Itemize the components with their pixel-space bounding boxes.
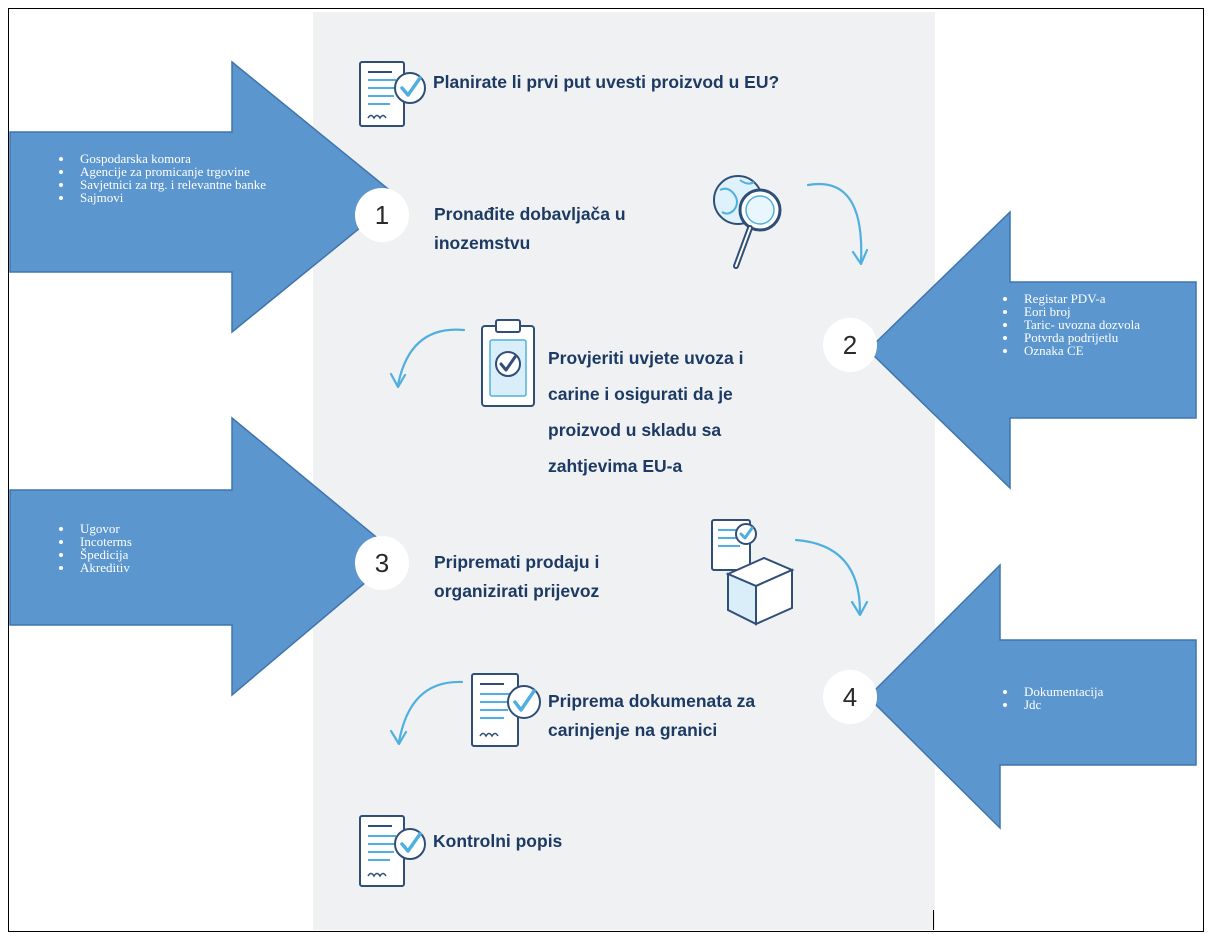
arrow-3 — [9, 416, 400, 697]
step-2-text: Provjeriti uvjete uvoza i carine i osigu… — [548, 348, 744, 476]
step-3-text: Pripremati prodaju i organizirati prijev… — [434, 552, 600, 601]
list-item: Savjetnici za trg. i relevantne banke — [74, 178, 302, 191]
list-item: Jdc — [1018, 698, 1209, 711]
step-1-text: Pronađite dobavljača u inozemstvu — [434, 204, 626, 253]
footer-title: Kontrolni popis — [433, 831, 563, 851]
globe-magnifier-icon — [713, 175, 782, 269]
checklist-document-icon — [359, 815, 426, 887]
flow-arrow-icon — [806, 182, 869, 266]
step-1-number: 1 — [355, 188, 409, 242]
flow-arrow-icon — [389, 680, 464, 746]
text-cursor — [933, 910, 934, 930]
page-title: Planirate li prvi put uvesti proizvod u … — [433, 72, 780, 92]
list-item: Incoterms — [74, 535, 294, 548]
step-3-number: 3 — [355, 536, 409, 590]
center-panel — [313, 12, 935, 930]
list-item: Potvrda podrijetlu — [1018, 331, 1209, 344]
list-item: Agencije za promicanje trgovine — [74, 165, 302, 178]
step-4-number: 4 — [823, 670, 877, 724]
checklist-document-icon — [359, 61, 426, 127]
list-item: Dokumentacija — [1018, 685, 1209, 698]
clipboard-check-icon — [481, 319, 535, 407]
arrow-2 — [866, 210, 1197, 490]
list-item: Akreditiv — [74, 561, 294, 574]
list-item: Špedicija — [74, 548, 294, 561]
arrow-3-list: Ugovor Incoterms Špedicija Akreditiv — [38, 522, 294, 574]
arrow-1 — [9, 60, 400, 334]
step-2-number: 2 — [823, 318, 877, 372]
arrow-2-list: Registar PDV-a Eori broj Taric- uvozna d… — [982, 292, 1209, 357]
list-item: Ugovor — [74, 522, 294, 535]
list-item: Taric- uvozna dozvola — [1018, 318, 1209, 331]
list-item: Gospodarska komora — [74, 152, 302, 165]
arrow-1-list: Gospodarska komora Agencije za promicanj… — [38, 152, 302, 204]
arrow-4 — [866, 563, 1197, 830]
flow-arrow-icon — [389, 328, 466, 389]
checklist-document-icon — [471, 673, 541, 747]
flow-arrow-icon — [794, 538, 869, 617]
list-item: Oznaka CE — [1018, 344, 1209, 357]
arrow-4-list: Dokumentacija Jdc — [982, 685, 1209, 711]
step-4-text: Priprema dokumenata za carinjenje na gra… — [548, 691, 756, 740]
list-item: Eori broj — [1018, 305, 1209, 318]
list-item: Registar PDV-a — [1018, 292, 1209, 305]
list-item: Sajmovi — [74, 191, 302, 204]
document-box-icon — [711, 519, 795, 626]
